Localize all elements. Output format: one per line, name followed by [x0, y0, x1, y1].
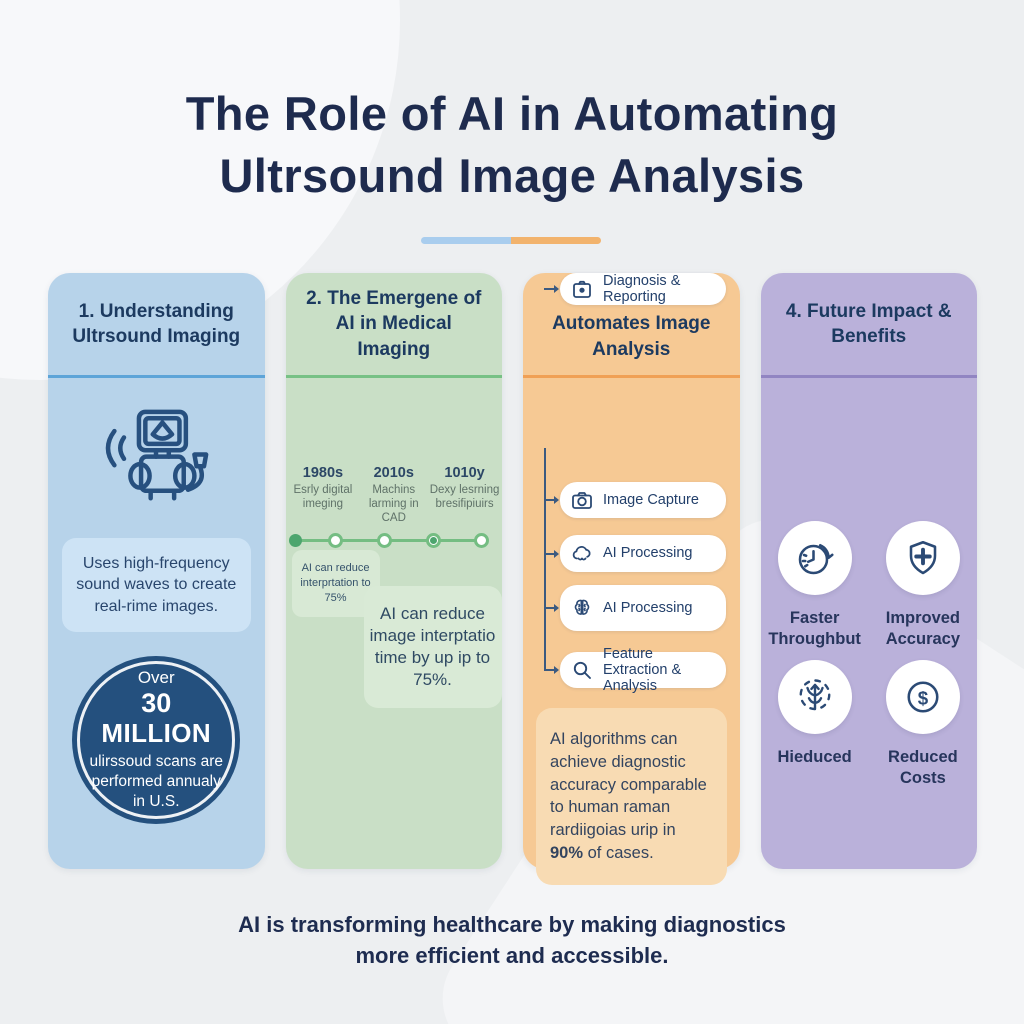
benefits-grid: Faster Throughbut Improved Accuracy: [761, 521, 978, 789]
timeline-dot: [327, 533, 343, 549]
timeline-item: 1980s Esrly digital imeging: [288, 465, 359, 525]
magnifier-icon: [570, 658, 594, 682]
brain-icon: [570, 596, 594, 620]
info-box-ultrasound: Uses high-frequency sound waves to creat…: [62, 538, 251, 632]
column-2-header: 2. The Emergene of AI in Medical Imaging: [285, 273, 502, 378]
page-title-line2: Ultrsound Image Analysis: [219, 148, 805, 202]
accuracy-note-prefix: AI algorithms can achieve diagnostic acc…: [550, 730, 707, 840]
benefit-label: Improved Accuracy: [885, 609, 961, 649]
timeline-year: 2010s: [373, 465, 414, 481]
timeline-line: [286, 531, 503, 553]
step-label: AI Processing: [603, 599, 693, 616]
step-feature-extraction: Feature Extraction & Analysis: [560, 646, 726, 694]
benefit-reduced: Hieduced: [761, 660, 869, 789]
camera-filled-icon: [570, 277, 594, 301]
benefit-label: Hieduced: [777, 748, 852, 767]
benefit-label: Reduced Costs: [888, 748, 958, 788]
timeline-dot-active: [425, 533, 441, 549]
column-1-header: 1. Understanding Ultrsound Imaging: [48, 273, 265, 378]
timeline-dot: [473, 533, 489, 549]
section-future-impact: 4. Future Impact & Benefits Faster Throu…: [760, 273, 978, 869]
timeline-year: 1980s: [302, 465, 344, 481]
footer-line1: AI is transforming healthcare by making …: [238, 912, 786, 937]
step-label: Feature Extraction & Analysis: [603, 645, 682, 695]
benefit-label: Faster Throughbut: [768, 609, 861, 649]
timeline-caption: Dexy lesrning bresifipiuirs: [429, 484, 500, 511]
pipeline-steps: Image Capture AI Processing: [523, 273, 740, 694]
page-title: The Role of AI in Automating Ultrsound I…: [0, 83, 1024, 205]
clock-arrow-icon: [777, 521, 852, 595]
footer-text: AI is transforming healthcare by making …: [0, 910, 1024, 972]
ai-timeline: 1980s Esrly digital imeging 2010s Machin…: [286, 465, 503, 553]
ultrasound-machine-icon: [81, 392, 231, 532]
title-divider: [421, 237, 601, 244]
timeline-labels: 1980s Esrly digital imeging 2010s Machin…: [286, 465, 503, 525]
accuracy-note: AI algorithms can achieve diagnostic acc…: [536, 708, 727, 885]
footer-line2: more efficient and accessible.: [355, 942, 669, 968]
step-image-capture: Image Capture: [560, 482, 726, 518]
dollar-circle-icon: $: [885, 660, 960, 735]
stat-text: ulirssoud scans are performed annualy in…: [89, 753, 224, 810]
stat-unit: MILLION: [101, 718, 212, 749]
steps-connector-line: [544, 448, 546, 670]
columns-row: 1. Understanding Ultrsound Imaging: [48, 273, 978, 885]
section-how-ai-automates: 3. How AI Automates Image Analysis Image…: [523, 273, 740, 885]
section-emergence-of-ai: 2. The Emergene of AI in Medical Imaging…: [285, 273, 503, 869]
stat-over: Over: [137, 668, 175, 688]
timeline-dot: [376, 533, 392, 549]
camera-icon: [570, 488, 594, 512]
timeline-caption: Machins larming in CAD: [368, 484, 419, 525]
info-box-text: Uses high-frequency sound waves to creat…: [76, 555, 237, 615]
benefit-improved-accuracy: Improved Accuracy: [869, 521, 977, 650]
timeline-year: 1010y: [444, 465, 485, 481]
shield-plus-icon: [885, 521, 960, 595]
accuracy-note-suffix: of cases.: [583, 843, 654, 862]
step-label: AI Processing: [603, 545, 693, 562]
step-ai-processing-brain: AI Processing: [560, 585, 726, 631]
step-label: Diagnosis & Reporting: [603, 273, 681, 306]
radiating-plant-icon: [777, 660, 852, 735]
note-large: AI can reduce image interptatio time by …: [363, 586, 502, 709]
timeline-item: 2010s Machins larming in CAD: [358, 465, 429, 525]
page-title-line1: The Role of AI in Automating: [185, 87, 839, 141]
accuracy-note-bold: 90%: [550, 843, 584, 862]
cloud-brain-icon: [570, 542, 594, 566]
step-label: Image Capture: [603, 491, 699, 508]
stat-circle: Over 30 MILLION ulirssoud scans are perf…: [72, 655, 241, 824]
timeline-caption: Esrly digital imeging: [293, 484, 353, 511]
svg-text:$: $: [918, 688, 929, 709]
benefit-reduced-costs: $ Reduced Costs: [869, 660, 977, 789]
timeline-item: 1010y Dexy lesrning bresifipiuirs: [429, 465, 500, 525]
benefit-faster-throughput: Faster Throughbut: [761, 521, 869, 650]
stat-number: 30: [141, 688, 172, 719]
timeline-dot: [288, 534, 302, 548]
step-ai-processing-cloud: AI Processing: [560, 535, 726, 572]
column-4-header: 4. Future Impact & Benefits: [760, 273, 977, 378]
section-understanding-ultrasound: 1. Understanding Ultrsound Imaging: [48, 273, 265, 869]
step-diagnosis-reporting: Diagnosis & Reporting: [560, 273, 726, 306]
